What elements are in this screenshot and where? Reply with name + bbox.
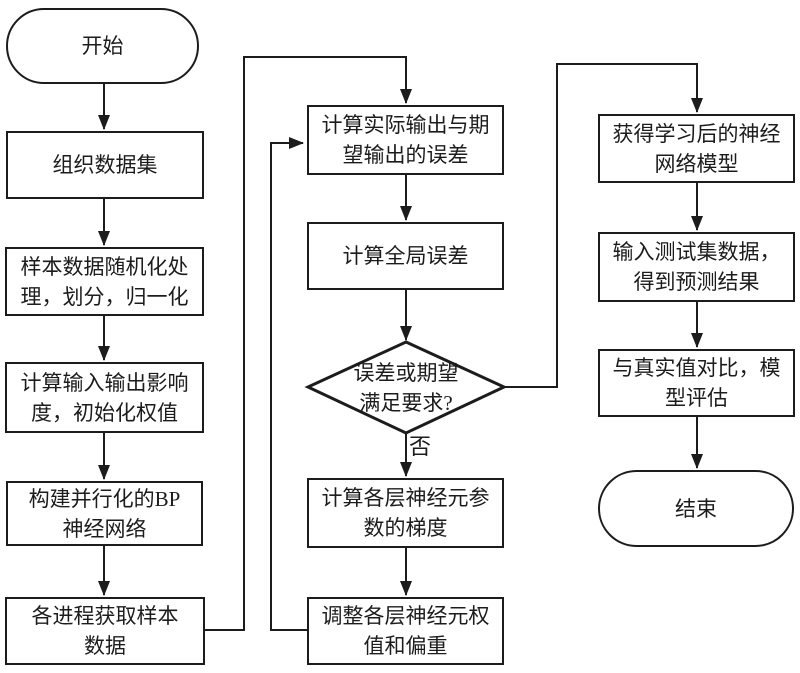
- node-build-parallel-bp-network-label: 构建并行化的BP 神经网络: [28, 486, 181, 541]
- node-processes-get-sample-data: 各进程获取样本 数据: [5, 597, 205, 665]
- node-end-label: 结束: [675, 496, 717, 521]
- node-compute-io-influence-init-weights: 计算输入输出影响 度，初始化权值: [5, 362, 204, 433]
- node-compare-with-truth-evaluate-model-label: 与真实值对比，模 型评估: [612, 356, 781, 410]
- node-compute-io-influence-init-weights-label: 计算输入输出影响 度，初始化权值: [20, 370, 189, 425]
- connector-decision-yes-to-model: [504, 63, 703, 388]
- node-randomize-split-normalize-label: 样本数据随机化处 理，划分，归一化: [20, 254, 189, 309]
- node-compute-global-error-label: 计算全局误差: [342, 244, 469, 268]
- node-compute-actual-vs-expected-error: 计算实际输出与期 望输出的误差: [307, 105, 504, 175]
- node-organize-dataset-label: 组织数据集: [52, 153, 158, 177]
- node-compute-actual-vs-expected-error-label: 计算实际输出与期 望输出的误差: [321, 113, 490, 167]
- node-decision-error-meets-requirement-label: 误差或期望 满足要求?: [353, 360, 459, 415]
- node-compute-global-error: 计算全局误差: [307, 222, 504, 290]
- connector-adjust-loop-to-outputerror: [270, 137, 307, 631]
- decision-diamond-shape: [304, 340, 508, 435]
- node-start: 开始: [6, 8, 199, 84]
- edge-label-no: 否: [409, 434, 432, 459]
- node-randomize-split-normalize: 样本数据随机化处 理，划分，归一化: [5, 247, 204, 316]
- node-build-parallel-bp-network: 构建并行化的BP 神经网络: [6, 481, 203, 546]
- node-adjust-weights-and-bias: 调整各层神经元权 值和偏重: [307, 597, 504, 665]
- node-compute-neuron-gradients-label: 计算各层神经元参 数的梯度: [321, 486, 490, 540]
- node-compare-with-truth-evaluate-model: 与真实值对比，模 型评估: [598, 349, 795, 417]
- node-organize-dataset: 组织数据集: [6, 131, 204, 199]
- node-processes-get-sample-data-label: 各进程获取样本 数据: [31, 604, 179, 658]
- node-decision-error-meets-requirement: 误差或期望 满足要求?: [308, 342, 504, 433]
- node-start-label: 开始: [81, 34, 124, 58]
- node-get-trained-network-model-label: 获得学习后的神经 网络模型: [612, 121, 781, 176]
- connector-getsample-to-outputerror: [204, 56, 412, 631]
- node-get-trained-network-model: 获得学习后的神经 网络模型: [598, 114, 795, 183]
- node-input-test-data-get-predictions-label: 输入测试集数据， 得到预测结果: [612, 240, 781, 294]
- node-input-test-data-get-predictions: 输入测试集数据， 得到预测结果: [598, 232, 795, 302]
- node-compute-neuron-gradients: 计算各层神经元参 数的梯度: [307, 478, 504, 548]
- node-adjust-weights-and-bias-label: 调整各层神经元权 值和偏重: [321, 604, 490, 658]
- node-end: 结束: [598, 470, 794, 547]
